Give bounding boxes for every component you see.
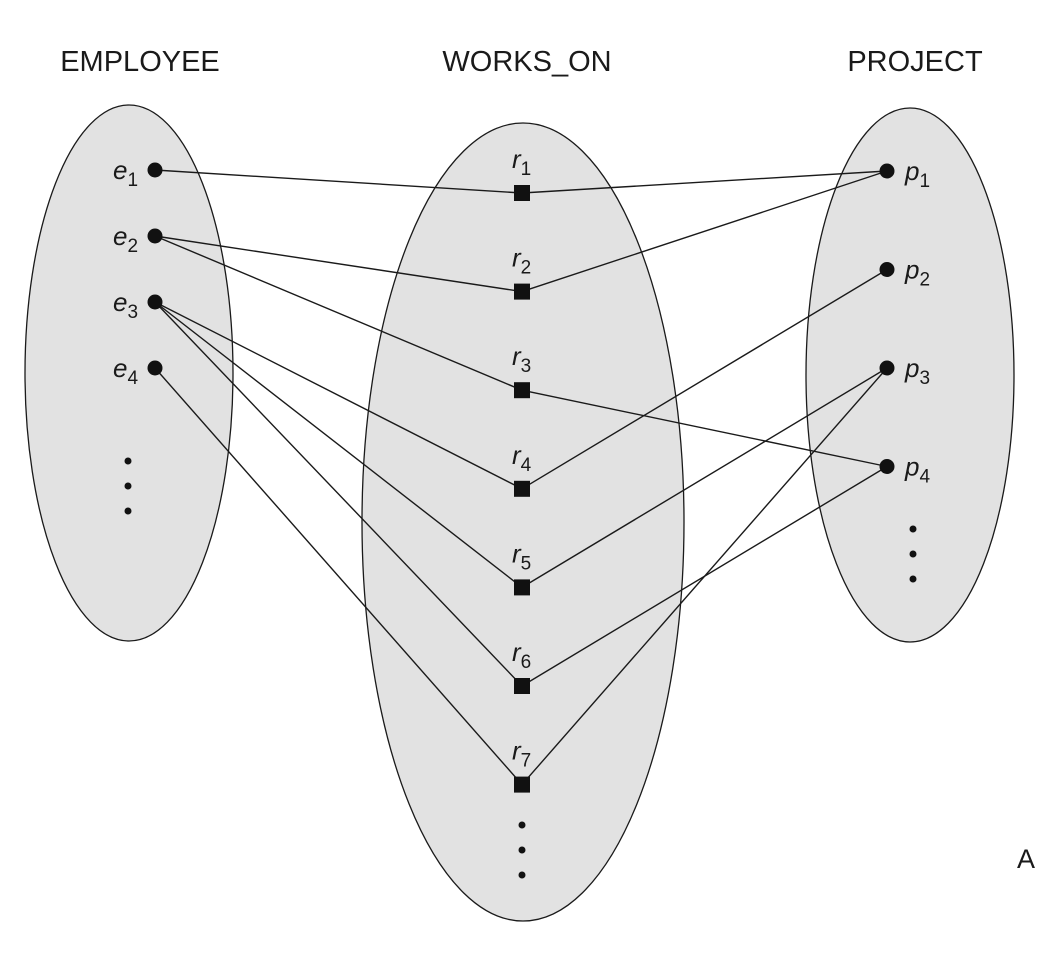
node-label-e3: e3 bbox=[113, 287, 138, 323]
node-label-r1: r1 bbox=[512, 144, 531, 180]
project-set-title: PROJECT bbox=[847, 46, 983, 78]
node-label-p4: p4 bbox=[904, 452, 930, 488]
edge-layer bbox=[154, 169, 888, 786]
node-label-r4: r4 bbox=[512, 440, 532, 476]
relationship-node-r1 bbox=[514, 185, 530, 201]
project-node-p4 bbox=[879, 459, 895, 474]
employee-set-ellipse bbox=[24, 104, 234, 642]
figure-corner-label: A bbox=[1017, 844, 1035, 874]
node-label-r2: r2 bbox=[512, 243, 531, 279]
label-layer: e1 e2 e3 e4 r1 r2 r3 r4 r5 r6 r7 p1 p2 p3 p4 bbox=[113, 144, 930, 772]
relationship-node-r4 bbox=[514, 480, 530, 497]
node-label-p1: p1 bbox=[904, 156, 930, 192]
employee-node-e2 bbox=[147, 228, 163, 244]
node-label-p2: p2 bbox=[904, 255, 930, 291]
edge-e2-r3 bbox=[154, 235, 523, 391]
node-label-r7: r7 bbox=[512, 736, 531, 772]
node-label-e2: e2 bbox=[113, 221, 138, 257]
project-node-p1 bbox=[879, 163, 895, 179]
edge-e2-r2 bbox=[154, 235, 523, 293]
works-on-set-ellipse bbox=[361, 122, 685, 922]
employee-set-title: EMPLOYEE bbox=[60, 46, 220, 78]
employee-node-e3 bbox=[147, 294, 163, 310]
node-label-r3: r3 bbox=[512, 341, 531, 377]
works-on-more-ellipsis bbox=[518, 821, 526, 879]
edge-r4-p2 bbox=[521, 268, 888, 490]
node-label-r6: r6 bbox=[512, 637, 531, 673]
relationship-node-r2 bbox=[514, 283, 530, 300]
edge-r3-p4 bbox=[521, 389, 888, 468]
project-node-p3 bbox=[879, 360, 895, 376]
edge-r7-p3 bbox=[521, 367, 888, 786]
works-on-set-title: WORKS_ON bbox=[442, 46, 611, 78]
edge-e3-r4 bbox=[154, 301, 523, 490]
edge-e4-r7 bbox=[154, 367, 523, 786]
project-more-ellipsis bbox=[909, 525, 917, 583]
edge-e3-r5 bbox=[154, 301, 523, 588]
edge-r2-p1 bbox=[521, 170, 888, 293]
node-label-e4: e4 bbox=[113, 353, 138, 389]
edge-r1-p1 bbox=[521, 170, 888, 194]
relationship-node-r5 bbox=[514, 579, 530, 596]
relationship-node-r3 bbox=[514, 382, 530, 399]
employee-node-e4 bbox=[147, 360, 163, 376]
project-set-ellipse bbox=[805, 107, 1015, 643]
node-label-p3: p3 bbox=[904, 353, 930, 389]
edge-e1-r1 bbox=[154, 169, 523, 194]
project-node-p2 bbox=[879, 262, 895, 277]
edge-e3-r6 bbox=[154, 301, 523, 687]
employee-node-e1 bbox=[147, 162, 163, 178]
relationship-node-r7 bbox=[514, 776, 530, 793]
node-layer bbox=[147, 162, 895, 793]
edge-r5-p3 bbox=[521, 367, 888, 588]
relationship-node-r6 bbox=[514, 678, 530, 694]
node-label-r5: r5 bbox=[512, 538, 531, 574]
node-label-e1: e1 bbox=[113, 155, 138, 191]
employee-more-ellipsis bbox=[124, 457, 132, 515]
